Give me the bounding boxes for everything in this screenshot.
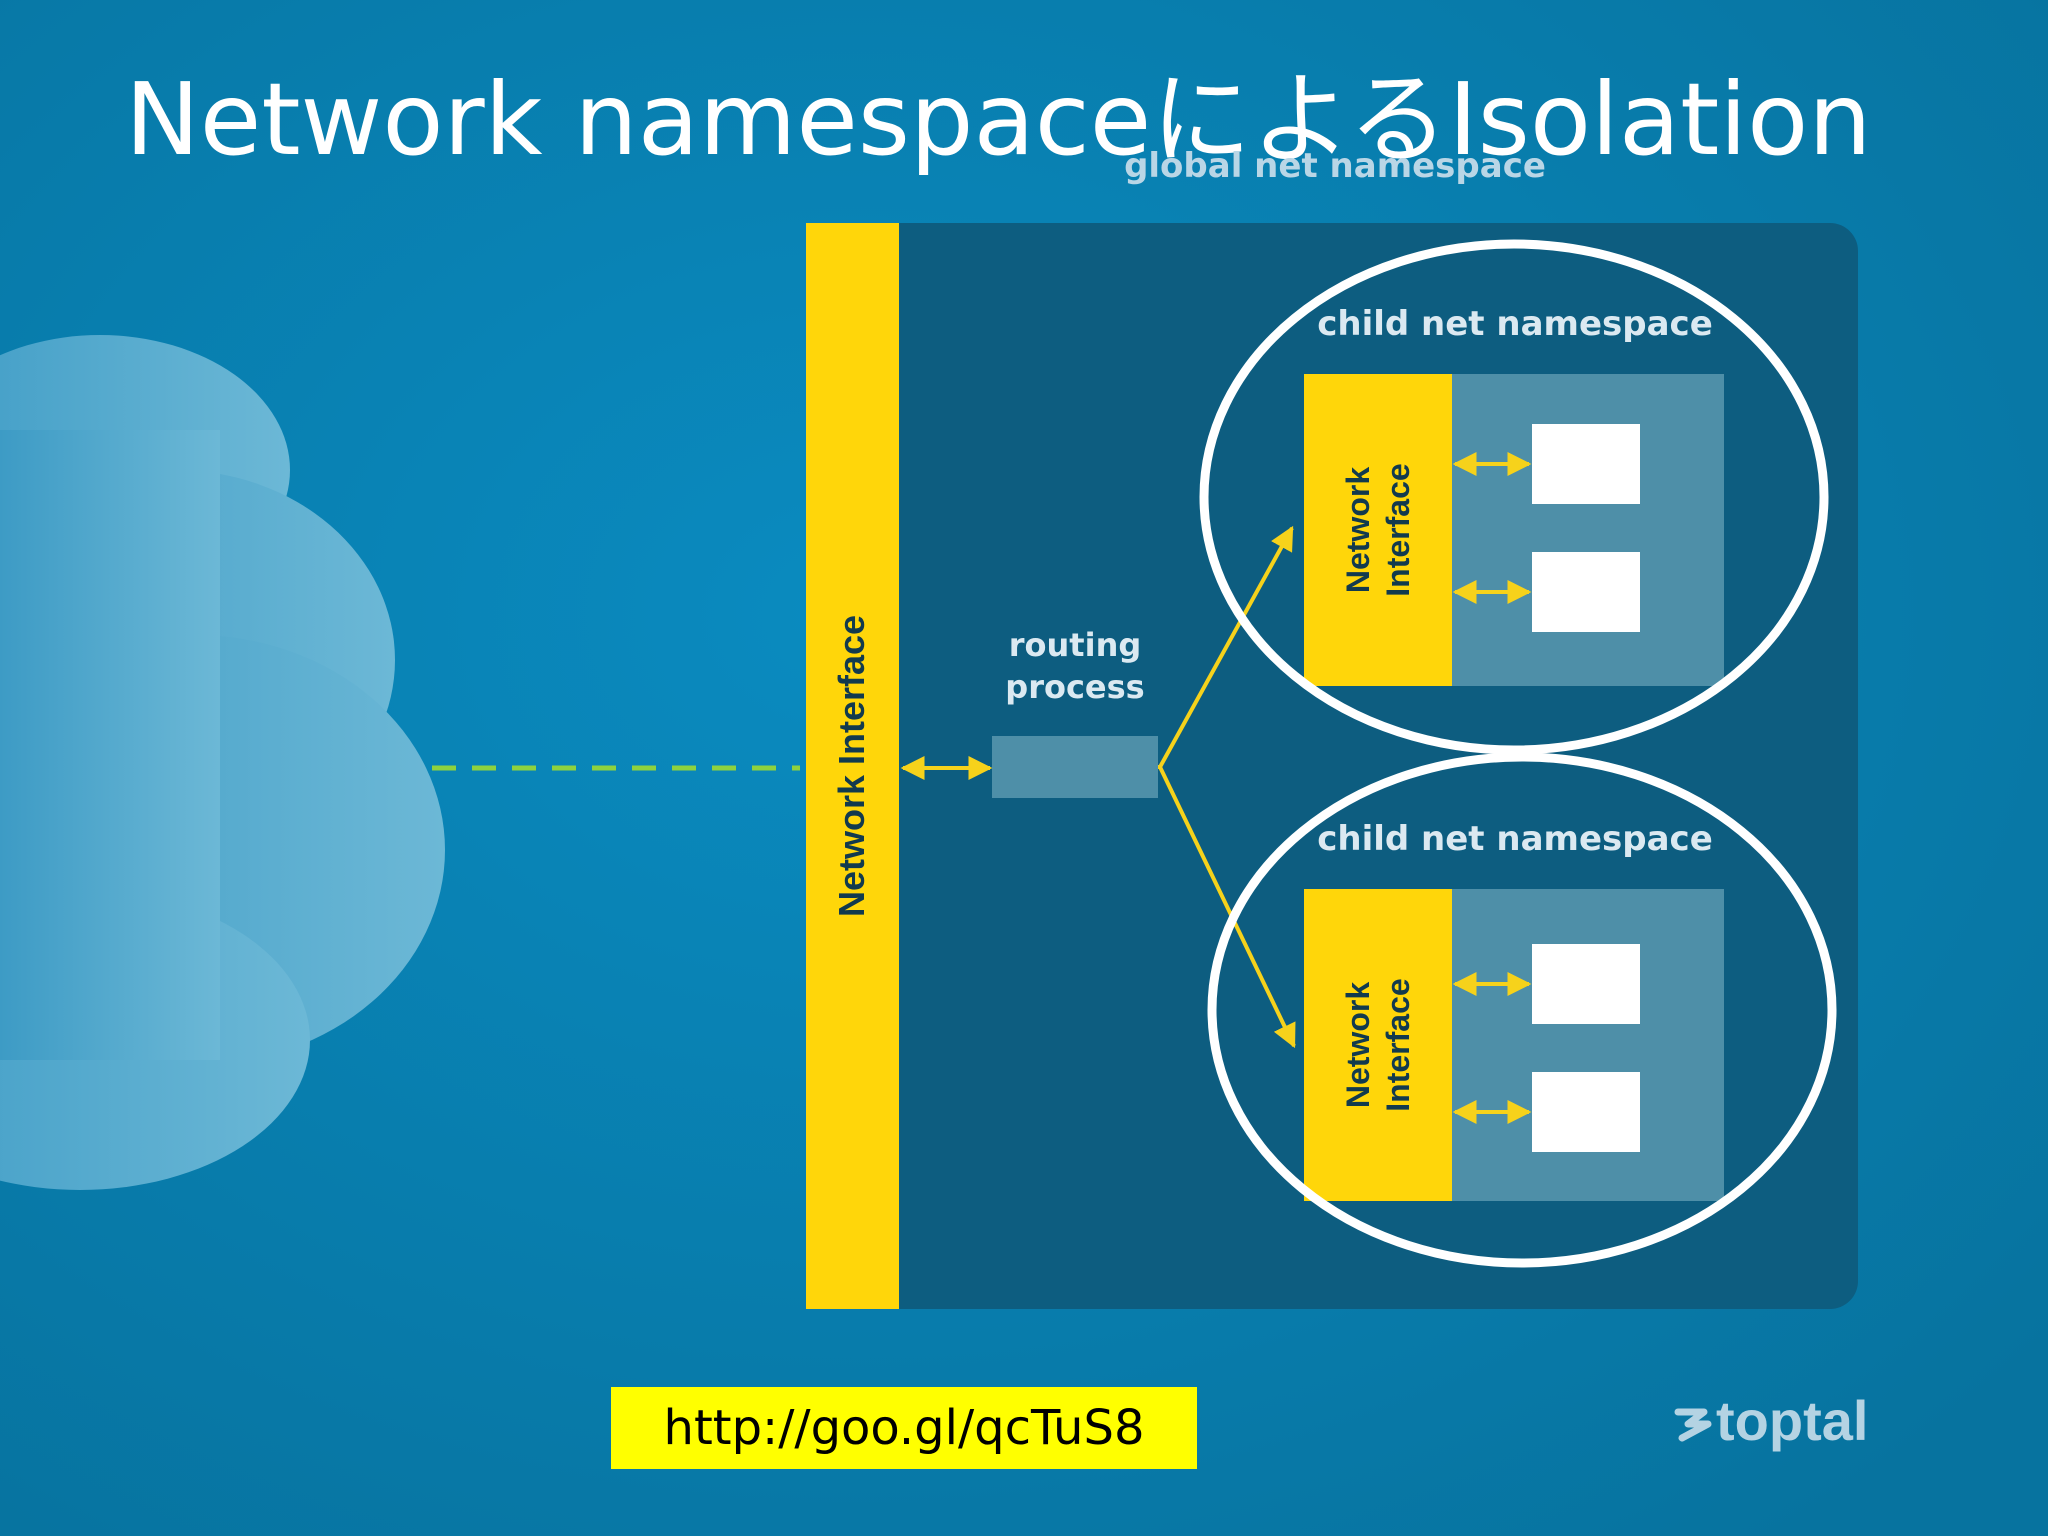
child-network-interface-bar [1304,374,1452,686]
child-network-interface-bar [1304,889,1452,1201]
process-box [1532,1072,1640,1152]
routing-process-label: routing process [960,624,1190,708]
child-interface-label-line: Interface [1380,463,1416,597]
highlight-ring-child-2 [1207,752,1837,1268]
brand-name: toptal [1716,1389,1869,1452]
highlight-ring-child-1 [1199,239,1829,755]
source-url-link[interactable]: http://goo.gl/qcTuS8 [611,1387,1197,1469]
child-namespace-1 [1304,374,1724,686]
routing-arrow-to-child-1 [1158,525,1294,768]
routing-label-line: routing [1008,626,1142,664]
routing-arrow-to-child-2 [1158,766,1296,1049]
child-namespace-label: child net namespace [1317,819,1713,859]
main-network-interface-bar [806,223,899,1309]
child-interface-label-line: Interface [1380,978,1416,1112]
child-network-interface-label: Network Interface [1338,430,1418,630]
child-namespace-label: child net namespace [1317,304,1713,344]
main-network-interface-label: Network Interface [831,614,872,918]
child-namespace-2 [1304,889,1724,1201]
process-box [1532,424,1640,504]
cloud-icon [0,335,445,1190]
child-interface-label-line: Network [1340,466,1376,594]
child-network-interface-label: Network Interface [1338,945,1418,1145]
process-box [1532,944,1640,1024]
toptal-logo: toptal [1670,1386,1900,1456]
global-namespace-label: global net namespace [1124,146,1546,186]
routing-label-line: process [1005,668,1145,706]
routing-process-box [992,736,1158,798]
child-interface-label-line: Network [1340,981,1376,1109]
slide-title: Network namespaceによるIsolation [125,61,1872,178]
toptal-logo-icon [1674,1408,1712,1442]
process-box [1532,552,1640,632]
